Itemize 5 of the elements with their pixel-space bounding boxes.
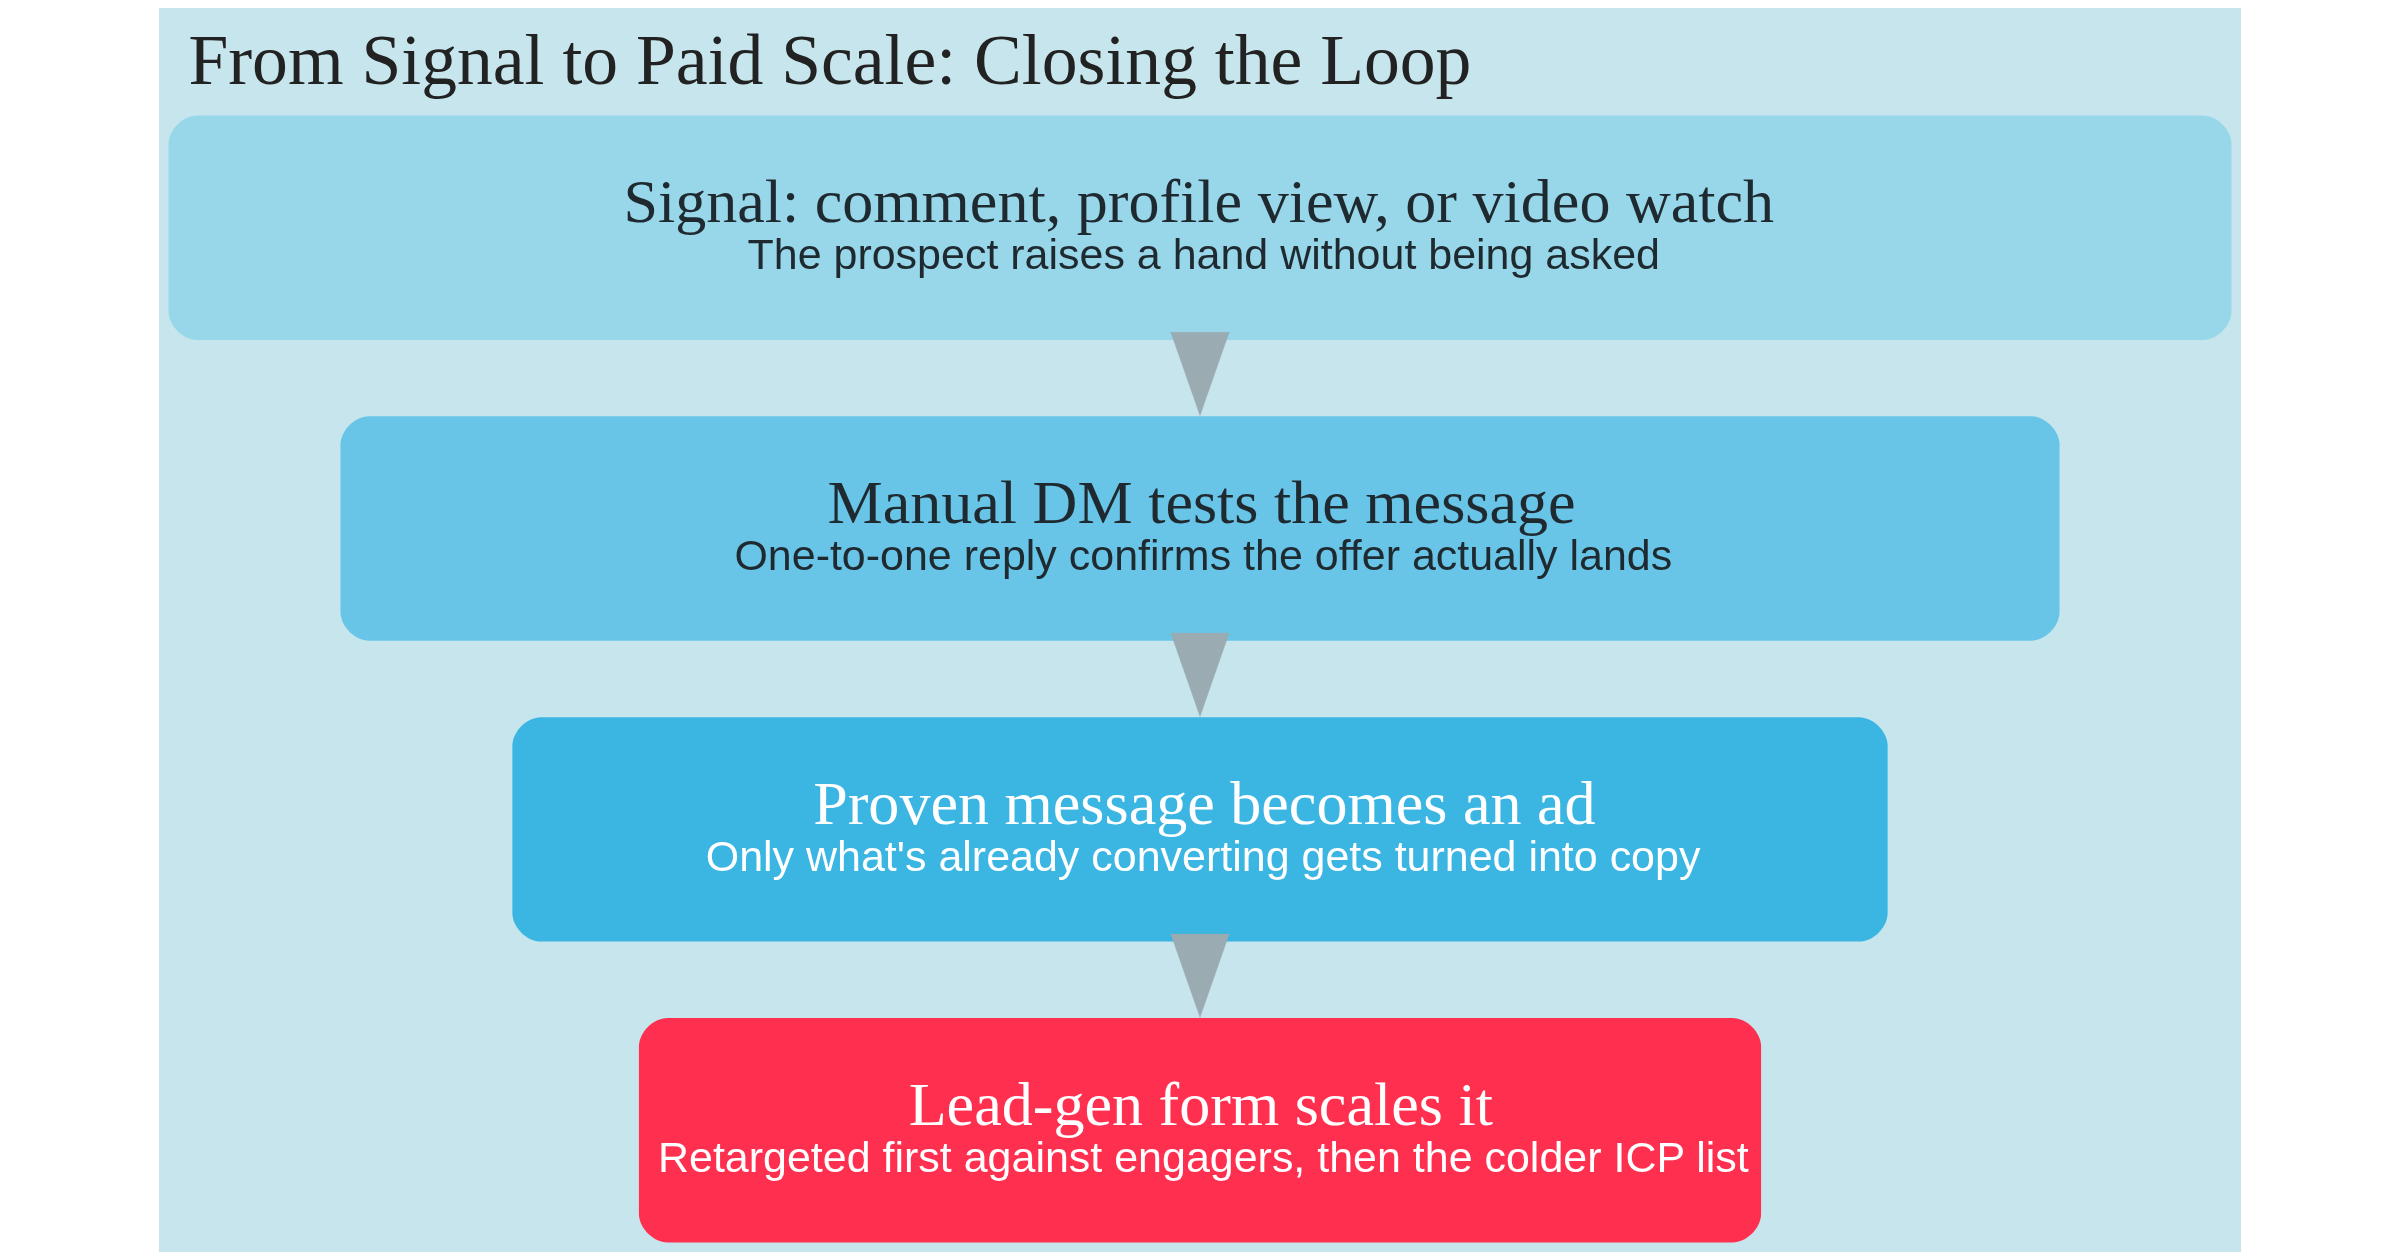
diagram-title: From Signal to Paid Scale: Closing the Loop (188, 20, 1472, 100)
node-box: Lead-gen form scales it Retargeted first against engagers, then the colder ICP list (638, 1018, 1762, 1243)
arrow (1170, 933, 1230, 1018)
arrow (1170, 632, 1230, 717)
arrow (1170, 332, 1230, 416)
